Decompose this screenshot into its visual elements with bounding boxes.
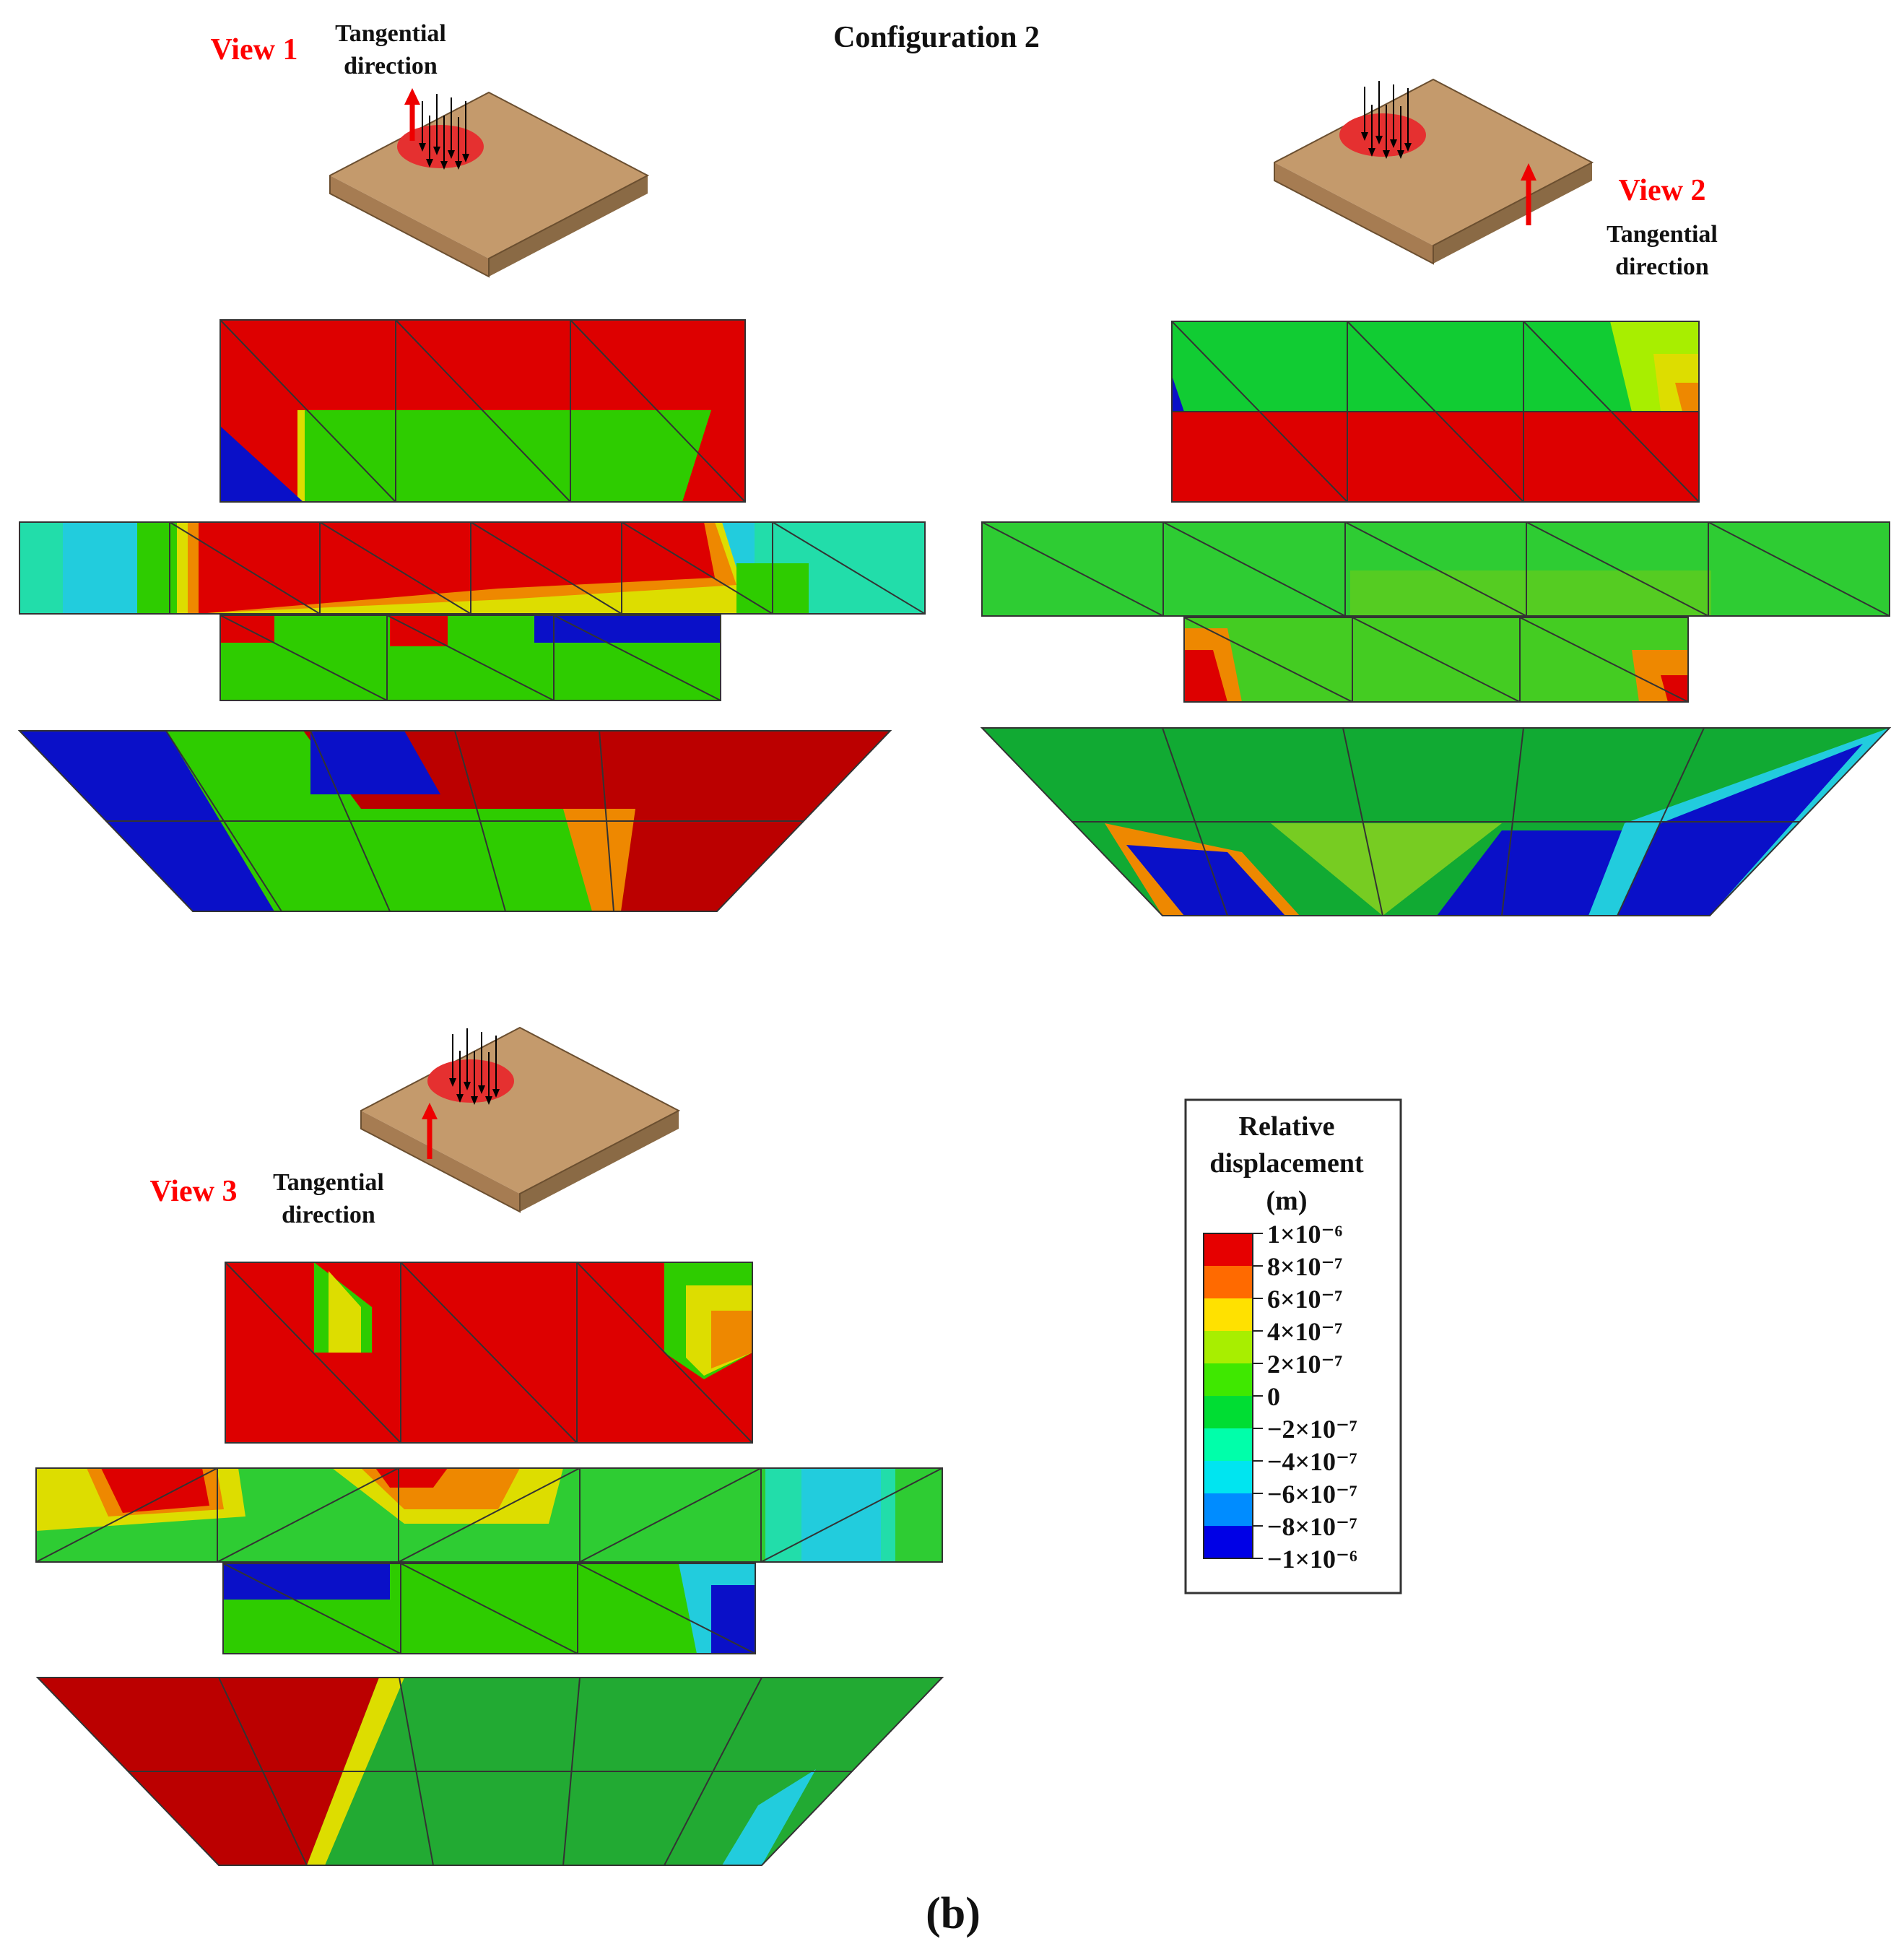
tangential-arrow-icon-3 (422, 1103, 438, 1159)
legend-label: −8×10⁻⁷ (1267, 1512, 1357, 1541)
legend: Relative displacement (m) 1×10⁻⁶ 8×10⁻⁷ 6×… (1184, 1098, 1402, 1594)
tangential-arrow-icon (404, 88, 420, 141)
view-3-group: View 3 Tangential direction (35, 1026, 944, 1866)
view-3-middle-band (35, 1467, 943, 1563)
view-3-trapezoid (35, 1677, 944, 1866)
legend-label: 2×10⁻⁷ (1267, 1350, 1343, 1379)
legend-label: −6×10⁻⁷ (1267, 1480, 1357, 1509)
view-2-lower-block (1183, 617, 1689, 703)
view-2-top-block (1171, 321, 1700, 503)
legend-title-line2: displacement (1209, 1148, 1364, 1179)
view-2-group: View 2 Tangential direction (980, 78, 1892, 916)
legend-swatch (1204, 1493, 1253, 1526)
legend-label: 4×10⁻⁷ (1267, 1317, 1343, 1346)
view-3-direction-line1: Tangential (273, 1169, 384, 1196)
view-1-direction-line1: Tangential (335, 20, 446, 47)
view-1-middle-band (19, 521, 926, 615)
panel-label: (b) (926, 1889, 981, 1938)
view-3-plate-icon (360, 1026, 681, 1213)
view-1-trapezoid (17, 730, 892, 912)
view-1-top-block (219, 319, 746, 503)
legend-label: −4×10⁻⁷ (1267, 1447, 1357, 1476)
view-2-direction-line1: Tangential (1607, 221, 1718, 248)
legend-swatch (1204, 1428, 1253, 1461)
legend-swatch (1204, 1233, 1253, 1266)
legend-swatch (1204, 1526, 1253, 1558)
legend-swatch (1204, 1331, 1253, 1363)
view-3-lower-block (222, 1563, 756, 1654)
legend-label: 6×10⁻⁷ (1267, 1285, 1343, 1314)
legend-label: −2×10⁻⁷ (1267, 1415, 1357, 1444)
view-2-trapezoid (980, 727, 1892, 916)
view-1-direction-line2: direction (344, 53, 438, 79)
tangential-arrow-icon-2 (1521, 163, 1536, 225)
legend-label: 0 (1267, 1382, 1280, 1411)
view-1-lower-block (219, 615, 721, 701)
legend-swatches: 1×10⁻⁶ 8×10⁻⁷ 6×10⁻⁷ 4×10⁻⁷ 2×10⁻⁷ 0 −2×10⁻⁷ −4… (1203, 1220, 1357, 1574)
configuration-title: Configuration 2 (833, 21, 1040, 54)
view-2-plate-icon (1274, 78, 1594, 265)
view-2-middle-band (981, 521, 1890, 617)
legend-title-line3: (m) (1266, 1186, 1308, 1216)
legend-swatch (1204, 1266, 1253, 1298)
view-2-direction-line2: direction (1615, 253, 1709, 280)
load-arrows-icon (422, 94, 466, 162)
view-3-label: View 3 (150, 1175, 238, 1208)
legend-swatch (1204, 1396, 1253, 1428)
legend-title-line1: Relative (1239, 1111, 1335, 1142)
view-2-label: View 2 (1619, 174, 1706, 207)
view-3-direction-line2: direction (282, 1202, 375, 1228)
view-1-label: View 1 (211, 33, 298, 66)
legend-label: 1×10⁻⁶ (1267, 1220, 1343, 1249)
legend-swatch (1204, 1363, 1253, 1396)
legend-label: −1×10⁻⁶ (1267, 1545, 1357, 1574)
view-1-plate-icon (329, 88, 650, 278)
view-1-group: View 1 Tangential direction (17, 20, 926, 912)
legend-swatch (1204, 1461, 1253, 1493)
view-3-top-block (225, 1262, 753, 1444)
legend-label: 8×10⁻⁷ (1267, 1252, 1343, 1281)
legend-swatch (1204, 1298, 1253, 1331)
